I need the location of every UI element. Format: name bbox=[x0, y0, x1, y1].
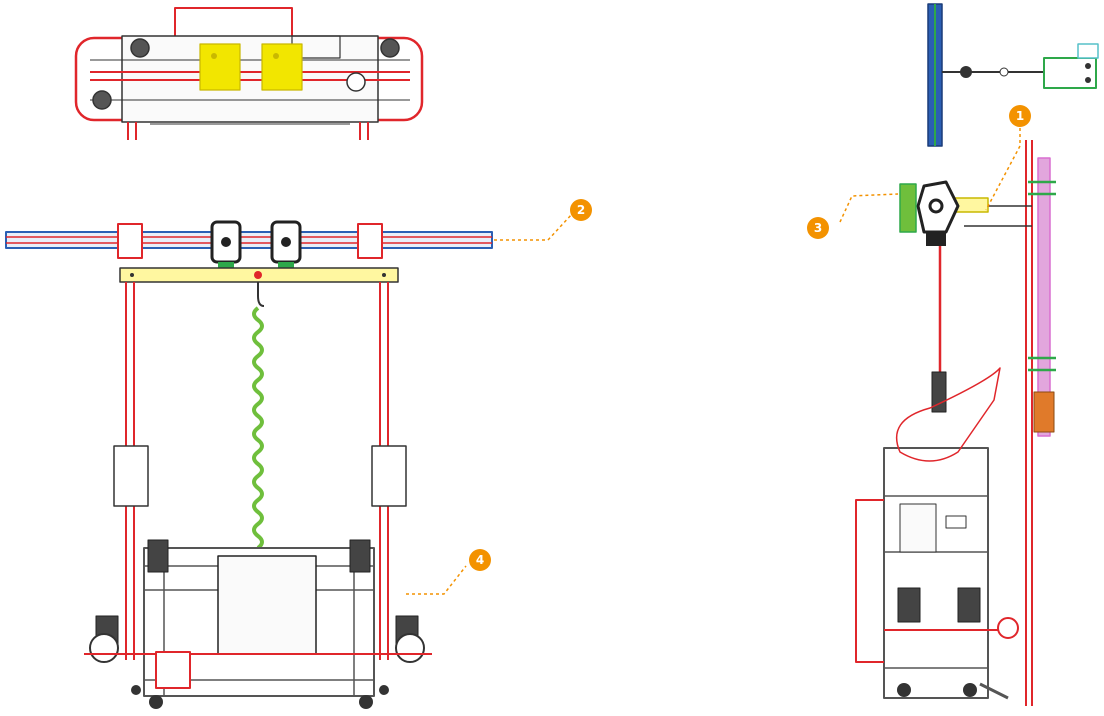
top-view bbox=[74, 7, 424, 140]
side-view bbox=[855, 3, 1099, 706]
callout-leaders bbox=[406, 122, 1021, 595]
callout-badge-4[interactable]: 4 bbox=[469, 549, 491, 571]
coiled-cable bbox=[252, 306, 264, 550]
callout-label-1: 1 bbox=[1016, 109, 1024, 123]
callout-label-4: 4 bbox=[476, 553, 484, 567]
callout-badge-3[interactable]: 3 bbox=[807, 217, 829, 239]
front-view bbox=[5, 220, 493, 709]
callout-label-2: 2 bbox=[577, 203, 585, 217]
callout-label-3: 3 bbox=[814, 221, 822, 235]
callout-badge-1[interactable]: 1 bbox=[1009, 105, 1031, 127]
callout-badge-2[interactable]: 2 bbox=[570, 199, 592, 221]
